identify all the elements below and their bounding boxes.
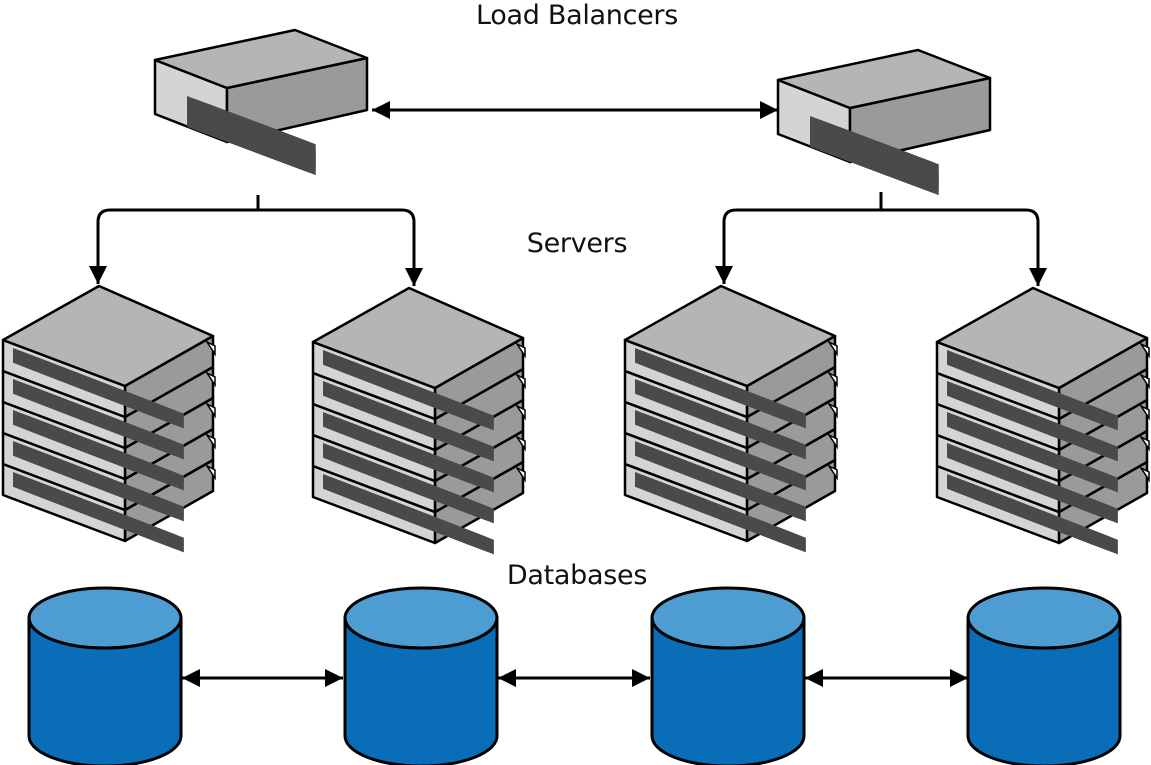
server-rack-2-icon xyxy=(311,286,526,555)
lb1-to-server2-arrow xyxy=(258,208,423,286)
load-balancer-right-icon xyxy=(776,48,992,196)
server-rack-4-icon xyxy=(935,286,1150,555)
databases-label: Databases xyxy=(506,560,648,591)
connectors-layer xyxy=(89,101,1047,687)
database-2-icon xyxy=(343,586,499,765)
load-balancers-label: Load Balancers xyxy=(475,0,679,31)
database-1-icon xyxy=(27,586,183,765)
servers-label: Servers xyxy=(526,228,628,259)
lb2-to-server3-arrow xyxy=(715,192,883,284)
lb1-to-server1-arrow xyxy=(89,195,260,284)
server-rack-1-icon xyxy=(1,284,216,553)
load-balancer-left-icon xyxy=(153,28,369,176)
devices-layer xyxy=(1,28,1150,765)
database-3-icon xyxy=(650,586,806,765)
server-rack-3-icon xyxy=(623,284,838,553)
database-4-icon xyxy=(966,586,1122,765)
lb2-to-server4-arrow xyxy=(881,208,1047,286)
